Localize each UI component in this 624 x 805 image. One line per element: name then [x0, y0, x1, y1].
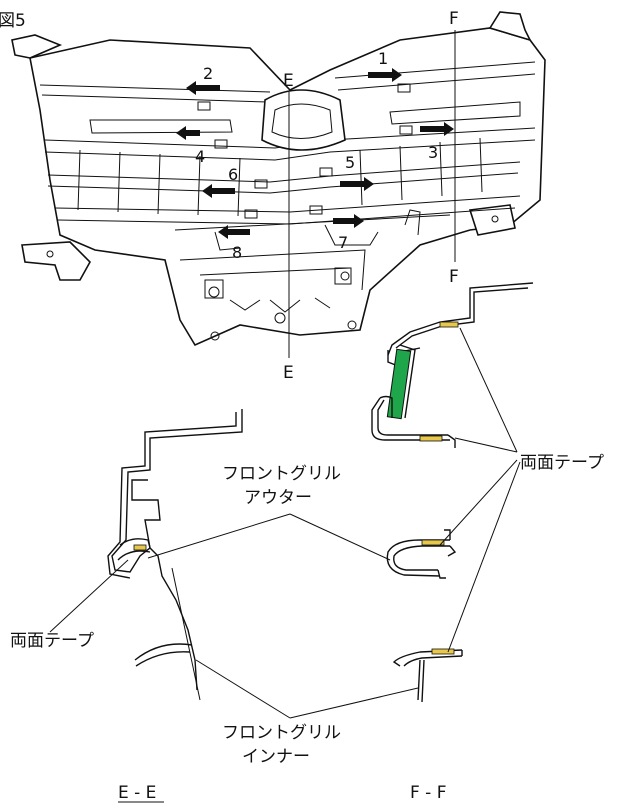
callout-labels: フロントグリル アウター 両面テープ 両面テープ フロントグリル インナー [10, 453, 604, 767]
clip-number-5: 5 [345, 153, 355, 172]
view-label-ee: E - E [118, 783, 156, 803]
clip-number-8: 8 [232, 243, 242, 262]
clip-number-1: 1 [378, 49, 388, 68]
green-tape [386, 348, 412, 420]
clip-number-4: 4 [195, 147, 205, 166]
label-inner-line2: インナー [242, 747, 310, 767]
arrow-8 [218, 225, 250, 239]
arrow-1 [368, 68, 402, 82]
figure-number: 図5 [0, 11, 26, 31]
clip-number-3: 3 [428, 143, 438, 162]
section-mark-f-bottom: F [449, 267, 459, 287]
section-ff [371, 282, 534, 703]
grille-assembly [11, 11, 546, 347]
view-labels: E - E F - F [118, 783, 447, 803]
clip-number-2: 2 [203, 64, 213, 83]
section-line-f: F F [449, 9, 459, 287]
clip-number-7: 7 [338, 233, 348, 252]
arrow-7 [333, 214, 364, 228]
section-ee [107, 409, 243, 701]
section-mark-e-top: E [283, 71, 294, 91]
clip-number-6: 6 [228, 165, 238, 184]
removal-arrows [176, 68, 454, 239]
label-tape-left: 両面テープ [10, 631, 94, 651]
clip-number-labels: 1 2 3 4 5 6 7 8 [195, 49, 438, 262]
leader-lines [49, 327, 521, 719]
label-tape-right: 両面テープ [520, 453, 604, 473]
section-line-e: E E [283, 71, 294, 383]
arrow-5 [340, 177, 374, 191]
arrow-4 [176, 126, 200, 140]
label-outer-line1: フロントグリル [222, 464, 341, 484]
label-inner-line1: フロントグリル [222, 723, 341, 743]
arrow-3 [420, 122, 454, 136]
section-mark-e-bottom: E [283, 363, 294, 383]
arrow-6 [202, 184, 235, 198]
section-mark-f-top: F [449, 9, 459, 29]
arrow-2 [186, 81, 220, 95]
view-label-ff: F - F [410, 783, 447, 803]
label-outer-line2: アウター [244, 488, 312, 508]
